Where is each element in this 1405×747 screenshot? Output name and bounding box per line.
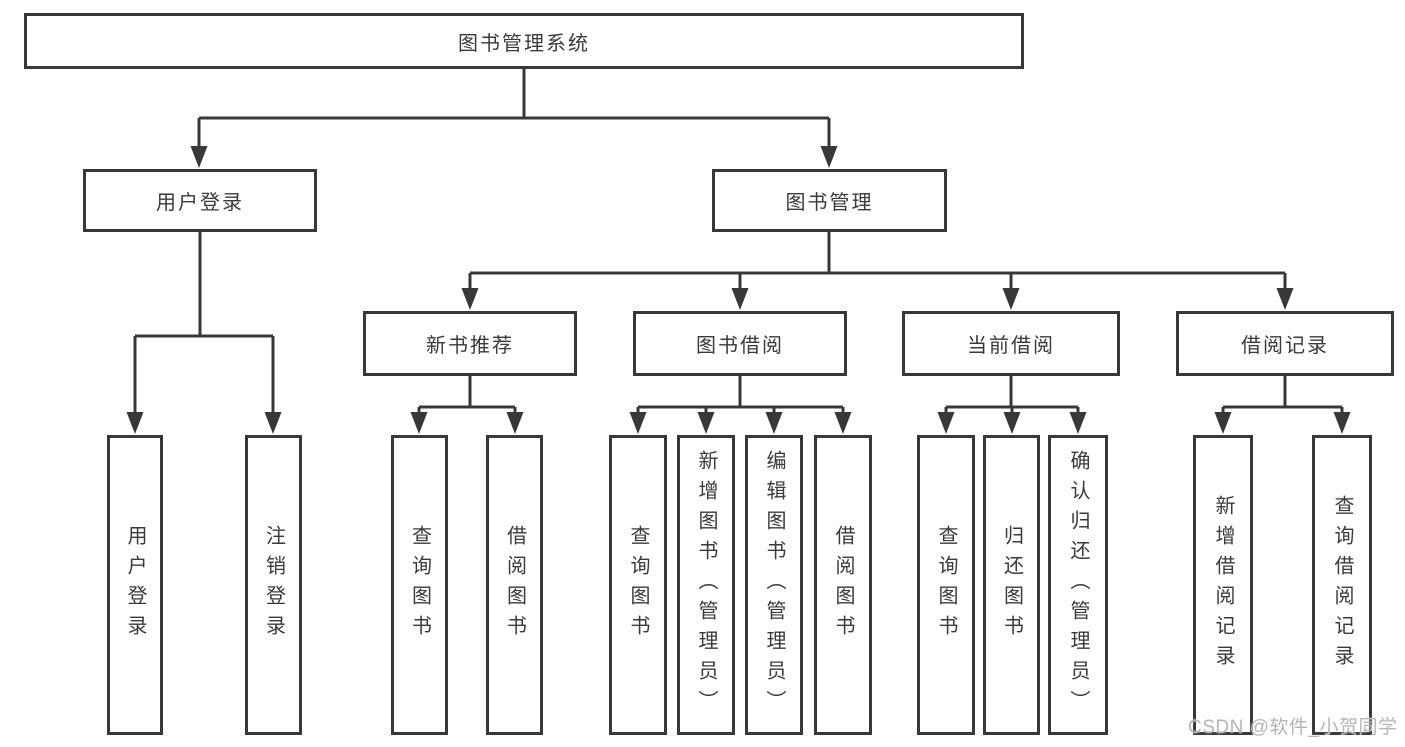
- arrowhead-icon: [410, 412, 428, 434]
- arrowhead-icon: [1276, 288, 1294, 310]
- leaf-edit-books-admin: 编辑图书（管理员）: [745, 435, 803, 735]
- node-current-borrowing: 当前借阅: [902, 311, 1120, 376]
- leaf-query-books-borrowing: 查询图书: [609, 435, 667, 735]
- node-borrowing-records-label: 借阅记录: [1241, 335, 1329, 357]
- node-current-borrowing-label: 当前借阅: [967, 335, 1055, 357]
- arrowhead-icon: [1003, 412, 1021, 434]
- leaf-query-books-borrowing-label: 查询图书: [627, 525, 649, 645]
- leaf-query-books-current: 查询图书: [917, 435, 975, 735]
- leaf-return-books-label: 归还图书: [1000, 525, 1023, 645]
- leaf-logout-login: 注销登录: [245, 435, 302, 735]
- node-book-management-label: 图书管理: [785, 192, 874, 214]
- arrowhead-icon: [190, 146, 208, 168]
- arrowhead-icon: [937, 412, 955, 434]
- connector-root-to-level2: [197, 69, 831, 149]
- connector-book-management-branch: [468, 232, 1287, 292]
- leaf-new-borrow-record: 新增借阅记录: [1193, 435, 1253, 735]
- leaf-confirm-return-admin: 确认归还（管理员）: [1048, 435, 1108, 735]
- leaf-query-books-recommend-label: 查询图书: [408, 525, 431, 645]
- node-borrowing-records: 借阅记录: [1176, 311, 1394, 376]
- leaf-return-books: 归还图书: [983, 435, 1040, 735]
- connector-book-borrowing-branch: [636, 376, 845, 416]
- leaf-new-borrow-record-label: 新增借阅记录: [1212, 495, 1234, 675]
- arrowhead-icon: [834, 412, 852, 434]
- connector-current-borrowing-branch: [944, 376, 1080, 416]
- connector-user-login-branch: [133, 232, 275, 415]
- leaf-borrow-books-borrowing-label: 借阅图书: [832, 525, 854, 645]
- arrowhead-icon: [629, 412, 647, 434]
- arrowhead-icon: [820, 146, 838, 168]
- csdn-watermark: CSDN @软件_小贺同学: [1188, 717, 1398, 738]
- node-book-management: 图书管理: [712, 169, 947, 232]
- leaf-query-books-current-label: 查询图书: [935, 525, 957, 645]
- leaf-query-borrow-record-label: 查询借阅记录: [1331, 495, 1353, 675]
- arrowhead-icon: [1069, 412, 1087, 434]
- connector-new-book-branch: [417, 376, 517, 416]
- connector-borrowing-records-branch: [1221, 376, 1344, 416]
- leaf-user-login: 用户登录: [107, 435, 163, 735]
- leaf-logout-login-label: 注销登录: [262, 525, 285, 645]
- arrowhead-icon: [731, 288, 749, 310]
- leaf-query-borrow-record: 查询借阅记录: [1312, 435, 1372, 735]
- node-user-login-label: 用户登录: [156, 192, 244, 214]
- arrowhead-icon: [461, 288, 479, 310]
- node-user-login: 用户登录: [83, 169, 317, 232]
- leaf-query-books-recommend: 查询图书: [391, 435, 448, 735]
- arrowhead-icon: [126, 412, 144, 434]
- node-library-system-label: 图书管理系统: [458, 32, 590, 55]
- leaf-borrow-books-recommend: 借阅图书: [486, 435, 543, 735]
- leaf-borrow-books-recommend-label: 借阅图书: [503, 525, 526, 645]
- arrowhead-icon: [1333, 412, 1351, 434]
- leaf-confirm-return-admin-label: 确认归还（管理员）: [1067, 450, 1089, 720]
- arrowhead-icon: [506, 412, 524, 434]
- node-book-borrowing-label: 图书借阅: [696, 335, 784, 357]
- leaf-add-books-admin-label: 新增图书（管理员）: [695, 450, 717, 720]
- arrowhead-icon: [1002, 288, 1020, 310]
- node-library-system: 图书管理系统: [24, 13, 1024, 69]
- node-new-book-recommendation: 新书推荐: [363, 311, 577, 376]
- arrowhead-icon: [765, 412, 783, 434]
- leaf-borrow-books-borrowing: 借阅图书: [814, 435, 872, 735]
- arrowhead-icon: [264, 412, 282, 434]
- leaf-user-login-label: 用户登录: [124, 525, 146, 645]
- arrowhead-icon: [697, 412, 715, 434]
- node-new-book-recommendation-label: 新书推荐: [426, 335, 514, 357]
- leaf-edit-books-admin-label: 编辑图书（管理员）: [763, 450, 785, 720]
- leaf-add-books-admin: 新增图书（管理员）: [677, 435, 735, 735]
- node-book-borrowing: 图书借阅: [633, 311, 847, 376]
- arrowhead-icon: [1214, 412, 1232, 434]
